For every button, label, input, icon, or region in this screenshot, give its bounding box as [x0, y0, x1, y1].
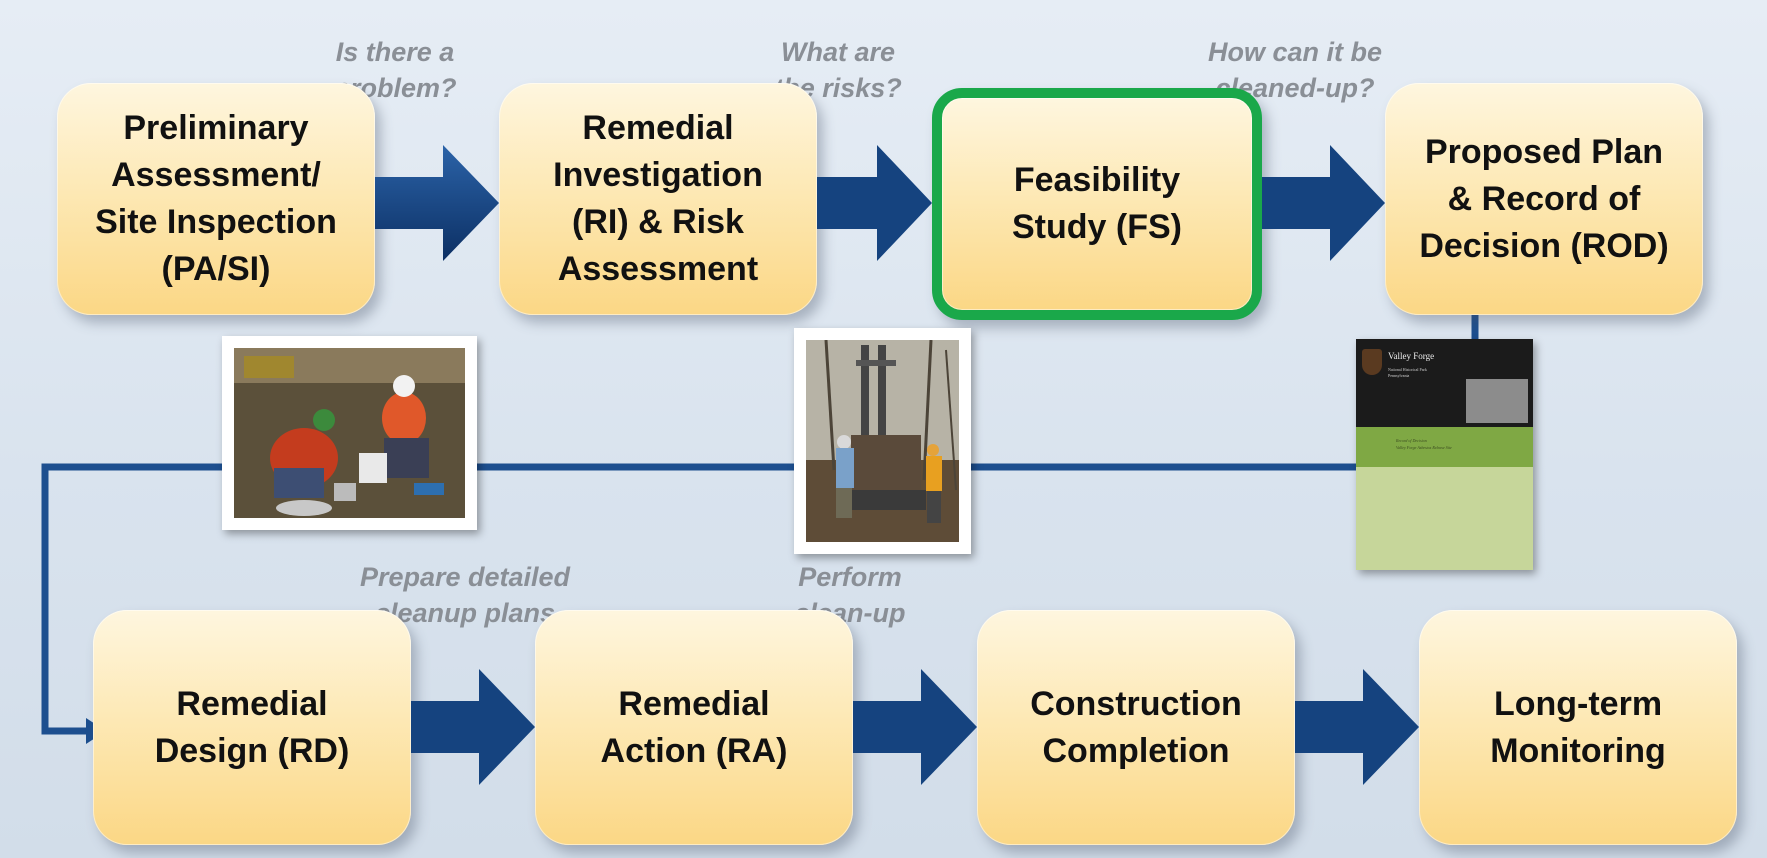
arrow-right-icon: [1295, 669, 1419, 785]
arrow-right-icon: [1262, 145, 1385, 261]
step-label: Remedial Design (RD): [154, 684, 350, 770]
step-label: Proposed Plan & Record of Decision (ROD): [1419, 132, 1669, 265]
step-preliminary-assessment: Preliminary Assessment/ Site Inspection …: [57, 83, 375, 315]
question-perform-cleanup: Perform clean-up: [794, 562, 906, 628]
step-remedial-design: Remedial Design (RD): [93, 610, 411, 845]
document-title: Valley Forge: [1388, 351, 1435, 361]
step-remedial-action: Remedial Action (RA): [535, 610, 853, 845]
step-label: Remedial Investigation (RI) & Risk Asses…: [553, 109, 763, 288]
arrow-right-icon: [375, 145, 499, 261]
document-header-photo: [1466, 379, 1528, 423]
step-label: Preliminary Assessment/ Site Inspection …: [95, 109, 337, 288]
step-record-of-decision: Proposed Plan & Record of Decision (ROD): [1385, 83, 1703, 315]
step-remedial-investigation: Remedial Investigation (RI) & Risk Asses…: [499, 83, 817, 315]
question-cleanup-plans: Prepare detailed cleanup plans: [359, 562, 571, 628]
step-label: Feasibility Study (FS): [1012, 161, 1182, 246]
question-risks: What are the risks?: [774, 37, 902, 103]
arrow-right-icon: [853, 669, 977, 785]
step-label: Construction Completion: [1030, 684, 1242, 770]
document-band: [1356, 427, 1533, 467]
step-feasibility-study: Feasibility Study (FS): [932, 88, 1262, 320]
document-subtitle: National Historical Park Pennsylvania: [1388, 367, 1427, 378]
step-label: Long-term Monitoring: [1490, 684, 1666, 770]
step-construction-completion: Construction Completion: [977, 610, 1295, 845]
arrow-right-icon: [817, 145, 932, 261]
arrow-right-icon: [411, 669, 535, 785]
step-label: Remedial Action (RA): [600, 684, 788, 770]
drilling-rig-photo: [794, 328, 971, 554]
nps-arrowhead-logo: [1362, 349, 1382, 375]
field-sampling-photo: [222, 336, 477, 530]
document-heading: Record of Decision Valley Forge Asbestos…: [1396, 438, 1452, 450]
record-of-decision-document: Valley Forge National Historical Park Pe…: [1356, 339, 1533, 570]
step-long-term-monitoring: Long-term Monitoring: [1419, 610, 1737, 845]
